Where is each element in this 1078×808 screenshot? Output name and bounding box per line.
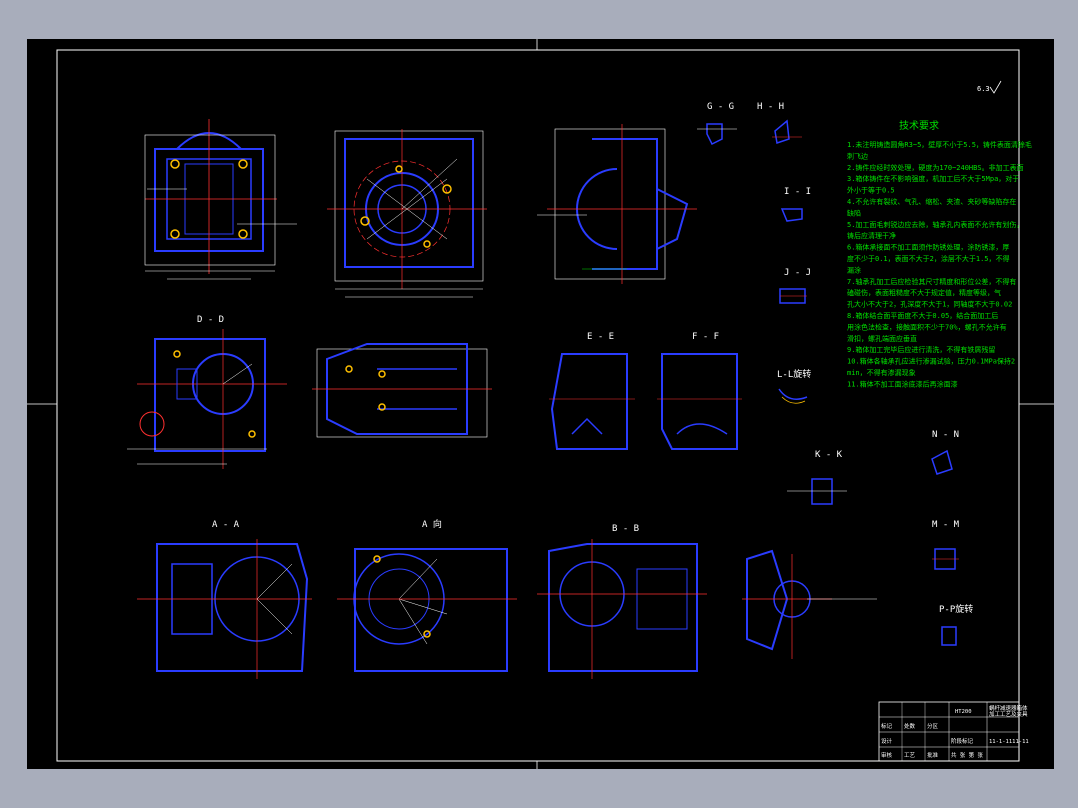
section-e-e: E - E	[549, 332, 635, 450]
section-d-d: D - D	[127, 315, 287, 469]
view-a-direction: A 向	[337, 518, 517, 672]
view-bottom-right	[742, 549, 877, 659]
tb-design: 设计	[881, 737, 893, 745]
label-k-k: K - K	[815, 450, 843, 460]
tech-requirement-line: 外小于等于0.5	[847, 186, 895, 195]
label-p-p: P-P旋转	[939, 603, 973, 615]
label-n-n: N - N	[932, 430, 959, 440]
tech-requirement-line: 6.箱体承接面不加工面须作防锈处理，涂防锈漆，厚	[847, 243, 1009, 252]
drawing-border	[56, 49, 1020, 762]
tech-requirement-line: 8.箱体结合面平面度不大于0.05，结合面加工后	[847, 311, 998, 320]
tech-requirement-line: 2.铸件应经时效处理，硬度为170~240HBS。非加工表面	[847, 163, 1024, 172]
view-side-top	[537, 124, 697, 284]
tech-requirement-line: 滑扣，螺孔端面应垂直	[847, 334, 917, 343]
tech-requirement-line: 孔大小不大于2，孔深度不大于1，同轴度不大于0.02	[847, 300, 1012, 309]
section-i-i: I - I	[780, 187, 811, 222]
tb-review: 审核	[881, 751, 893, 759]
material-code: HT200	[955, 709, 972, 715]
label-g-g: G - G	[707, 102, 734, 112]
section-p-p: P-P旋转	[939, 603, 973, 646]
tech-requirement-line: 度不少于0.1，表面不大于2，涂层不大于1.5，不得	[847, 254, 1010, 263]
tech-requirement-line: 磕碰伤，表面粗糙度不大于规定值，精度等级，气	[847, 288, 1001, 297]
view-top-center	[327, 129, 487, 298]
stage-label: 阶段标记	[951, 737, 974, 745]
tb-zone: 分区	[927, 722, 939, 730]
section-h-h: H - H	[757, 102, 802, 144]
label-j-j: J - J	[784, 268, 811, 278]
tech-requirement-line: 7.轴承孔加工后应检验其尺寸精度和形位公差，不得有	[847, 277, 1016, 286]
roughness-icon	[989, 80, 1002, 94]
tech-requirement-line: 9.箱体加工完毕后应进行清洗，不得有铁屑残留	[847, 345, 995, 354]
label-b-b: B - B	[612, 524, 639, 534]
section-f-f: F - F	[657, 332, 742, 450]
tech-title: 技术要求	[899, 119, 939, 132]
tb-count: 处数	[904, 722, 916, 730]
label-e-e: E - E	[587, 332, 614, 342]
tech-requirement-line: 铸后应清理干净	[847, 231, 896, 240]
tech-requirement-line: 4.不允许有裂纹、气孔、缩松、夹渣、夹砂等缺陷存在	[847, 197, 1016, 206]
tech-requirement-line: 缺陷	[847, 208, 861, 217]
section-m-m: M - M	[932, 520, 960, 570]
label-m-m: M - M	[932, 520, 960, 530]
view-front-left	[144, 119, 297, 280]
drawing-canvas: G - G H - H I - I J - J L-L旋转 6.3 技术要求 1…	[27, 39, 1054, 769]
tech-requirement-line: 漏涂	[847, 265, 861, 274]
tech-requirement-line: 用涂色法检查，接触面积不少于70%，螺孔不允许有	[847, 322, 1007, 331]
drawing-code: 11-1-1111-11	[989, 739, 1029, 745]
section-a-a: A - A	[137, 520, 312, 679]
drawing-sheet: G - G H - H I - I J - J L-L旋转 6.3 技术要求 1…	[27, 39, 1054, 769]
part-name: 蜗杆减速器箱体	[989, 704, 1028, 712]
tech-requirement-line: 1.未注明铸造圆角R3~5，壁厚不小于5.5，铸件表面清除毛	[847, 140, 1032, 149]
section-k-k: K - K	[787, 450, 847, 505]
label-l-l: L-L旋转	[777, 368, 811, 380]
section-b-b: B - B	[537, 524, 707, 679]
section-g-g: G - G	[697, 102, 737, 146]
label-a-a: A - A	[212, 520, 240, 530]
tech-requirement-line: 3.箱体铸件在不影响强度，机加工后不大于5Mpa，对于	[847, 174, 1019, 183]
part-name-2: 加工工艺及夹具	[989, 710, 1028, 718]
view-middle-center	[312, 343, 492, 438]
label-i-i: I - I	[784, 187, 811, 197]
tech-requirement-line: min，不得有渗漏现象	[847, 368, 916, 377]
tech-requirement-line: 11.箱体不加工面涂底漆后再涂面漆	[847, 379, 958, 388]
tb-process: 工艺	[904, 752, 916, 759]
label-f-f: F - F	[692, 332, 719, 342]
section-j-j: J - J	[779, 268, 811, 304]
section-n-n: N - N	[931, 430, 959, 475]
tech-requirement-line: 5.加工面毛刺锐边应去除，轴承孔内表面不允许有划伤，	[847, 220, 1023, 229]
label-h-h: H - H	[757, 102, 784, 112]
tb-approve: 批准	[927, 751, 939, 759]
section-l-l: L-L旋转	[777, 368, 811, 404]
label-d-d: D - D	[197, 315, 224, 325]
roughness-value: 6.3	[977, 85, 990, 93]
tech-requirement-line: 刺飞边	[847, 151, 868, 160]
sheet-count: 共 张 第 张	[951, 751, 983, 759]
label-a-view: A 向	[422, 518, 442, 530]
tb-mark: 标记	[881, 722, 893, 730]
tech-requirement-line: 10.箱体各轴承孔应进行渗漏试验，压力0.1MPa保持2	[847, 357, 1015, 366]
title-block: HT200 蜗杆减速器箱体 加工工艺及夹具 11-1-1111-11 阶段标记 …	[878, 701, 1029, 762]
